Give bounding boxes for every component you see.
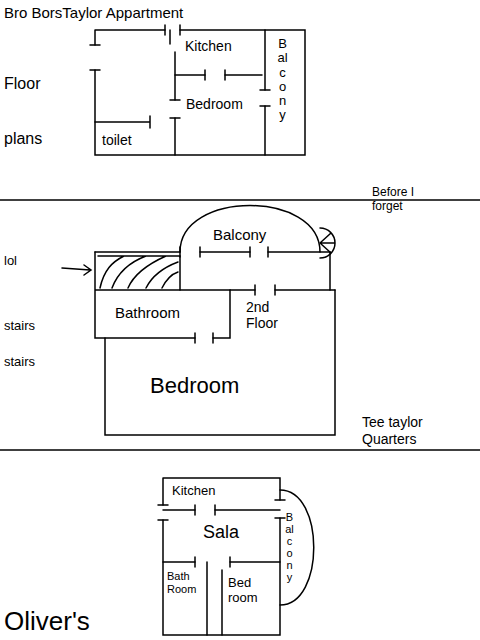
- outer-wall: [163, 478, 280, 635]
- room-area: Kitchen: [185, 38, 232, 54]
- room-name: Bathroom: [115, 304, 180, 321]
- door-tick: [170, 100, 180, 118]
- door-tick: [90, 25, 180, 70]
- handwritten-note: plans: [4, 130, 480, 148]
- room-area: Bath Room: [167, 570, 205, 595]
- door-tick: [255, 285, 275, 295]
- inner-wall: [230, 289, 335, 291]
- room-name: Balcony: [213, 226, 266, 243]
- stairs-symbol: [320, 228, 335, 258]
- door-tick: [205, 70, 225, 80]
- stairs-symbol: [98, 256, 180, 290]
- room-name: Balcony: [276, 37, 289, 123]
- inner-wall: [170, 30, 175, 155]
- room-name: Kitchen: [172, 484, 215, 499]
- outer-wall: [95, 251, 330, 253]
- balcony-outline: [280, 490, 314, 605]
- room-area: Bedroom: [150, 373, 239, 398]
- handwritten-note: lol: [4, 254, 480, 269]
- handwritten-note: Oliver's: [4, 607, 480, 637]
- balcony-outline: [180, 206, 320, 253]
- balcony-wall: [264, 30, 266, 155]
- door-tick: [195, 557, 230, 567]
- room-area: 2nd Floor: [246, 299, 296, 331]
- door-tick: [195, 333, 213, 343]
- leader-arrow: [62, 265, 91, 275]
- bathroom-wall: [95, 252, 230, 338]
- handwritten-note: stairs: [4, 319, 480, 334]
- room-name: Bedroom: [186, 96, 243, 112]
- room-name: Kitchen: [185, 38, 232, 54]
- room-area: Bathroom: [115, 304, 180, 321]
- outer-wall: [105, 252, 335, 435]
- door-tick: [260, 90, 270, 106]
- room-area: toilet: [102, 132, 132, 148]
- room-name: 2nd Floor: [246, 299, 296, 331]
- room-area: Sala: [203, 522, 239, 543]
- door-tick: [195, 505, 215, 515]
- inner-wall: [175, 74, 262, 76]
- handwritten-note: stairs: [4, 355, 480, 370]
- section-divider: [0, 449, 480, 451]
- top-apartment-walls: [90, 25, 305, 155]
- inner-wall: [163, 562, 280, 635]
- handwritten-note: Tee taylor Quarters: [362, 414, 462, 446]
- room-area: Balcony: [284, 511, 295, 584]
- handwritten-note: Before I forget: [372, 186, 442, 214]
- room-name: toilet: [102, 132, 132, 148]
- room-area: Bedroom: [186, 96, 243, 112]
- room-area: Balcony: [276, 37, 289, 123]
- outer-wall: [95, 30, 305, 155]
- door-tick: [180, 247, 268, 257]
- handwritten-note: Bro BorsTaylor Appartment: [4, 4, 480, 21]
- room-area: Kitchen: [172, 484, 215, 499]
- door-tick: [158, 500, 285, 520]
- room-name: Bath Room: [167, 570, 205, 595]
- room-name: Bedroom: [150, 373, 239, 398]
- handwritten-note: Floor: [4, 75, 480, 93]
- inner-wall: [163, 509, 280, 511]
- inner-wall: [95, 116, 150, 128]
- room-area: Balcony: [213, 226, 266, 243]
- bottom-apartment-walls: [158, 478, 314, 635]
- room-name: Balcony: [284, 511, 295, 584]
- room-area: Bed room: [228, 576, 276, 606]
- room-name: Bed room: [228, 576, 276, 606]
- section-divider: [0, 199, 480, 201]
- room-name: Sala: [203, 522, 239, 543]
- middle-building-walls: [62, 206, 335, 436]
